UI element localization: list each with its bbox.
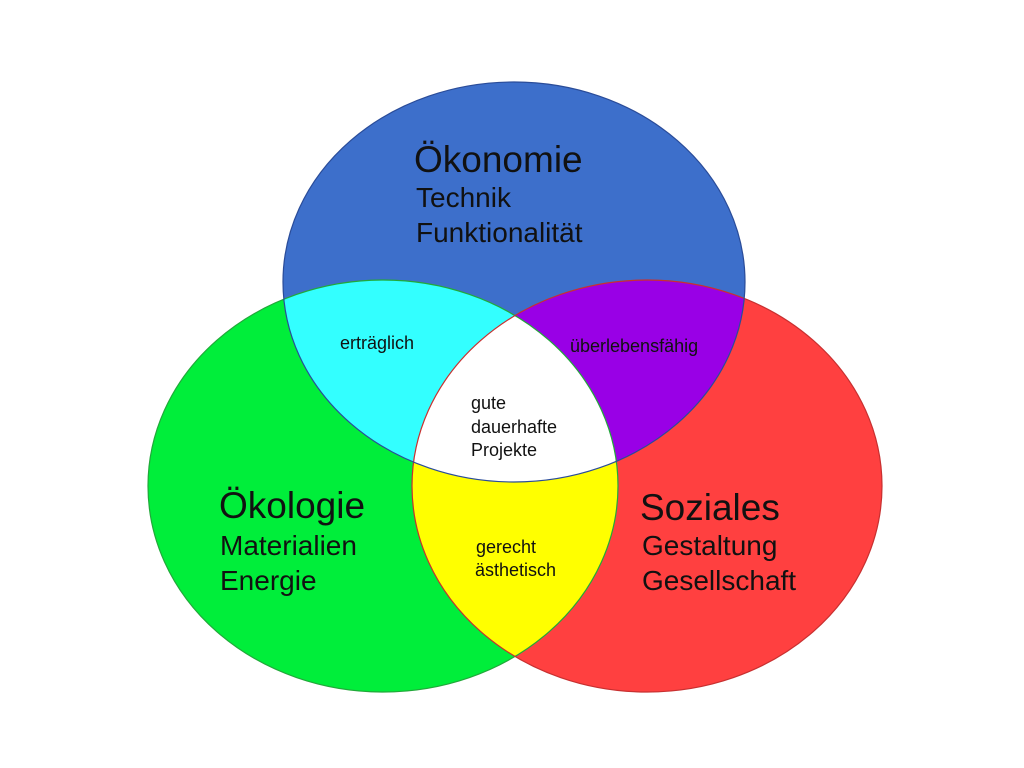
outline-oekologie [147,279,619,693]
line-technik: Technik [416,182,512,213]
label-ertraeglich: erträglich [340,333,414,353]
label-ueberlebensfaehig: überlebensfähig [570,336,698,356]
title-soziales: Soziales [640,487,780,528]
line-materialien: Materialien [220,530,357,561]
title-oekologie: Ökologie [219,485,365,526]
line-energie: Energie [220,565,317,596]
label-gerecht: gerecht [476,537,536,557]
label-gute: gute [471,393,506,413]
line-gesellschaft: Gesellschaft [642,565,796,596]
title-oekonomie: Ökonomie [414,139,583,180]
intersection-center [412,280,618,482]
outline-oekonomie [282,81,746,483]
label-projekte: Projekte [471,440,537,460]
label-dauerhafte: dauerhafte [471,417,557,437]
line-gestaltung: Gestaltung [642,530,777,561]
line-funktionalitaet: Funktionalität [416,217,583,248]
label-aesthetisch: ästhetisch [475,560,556,580]
outline-soziales [411,279,883,693]
